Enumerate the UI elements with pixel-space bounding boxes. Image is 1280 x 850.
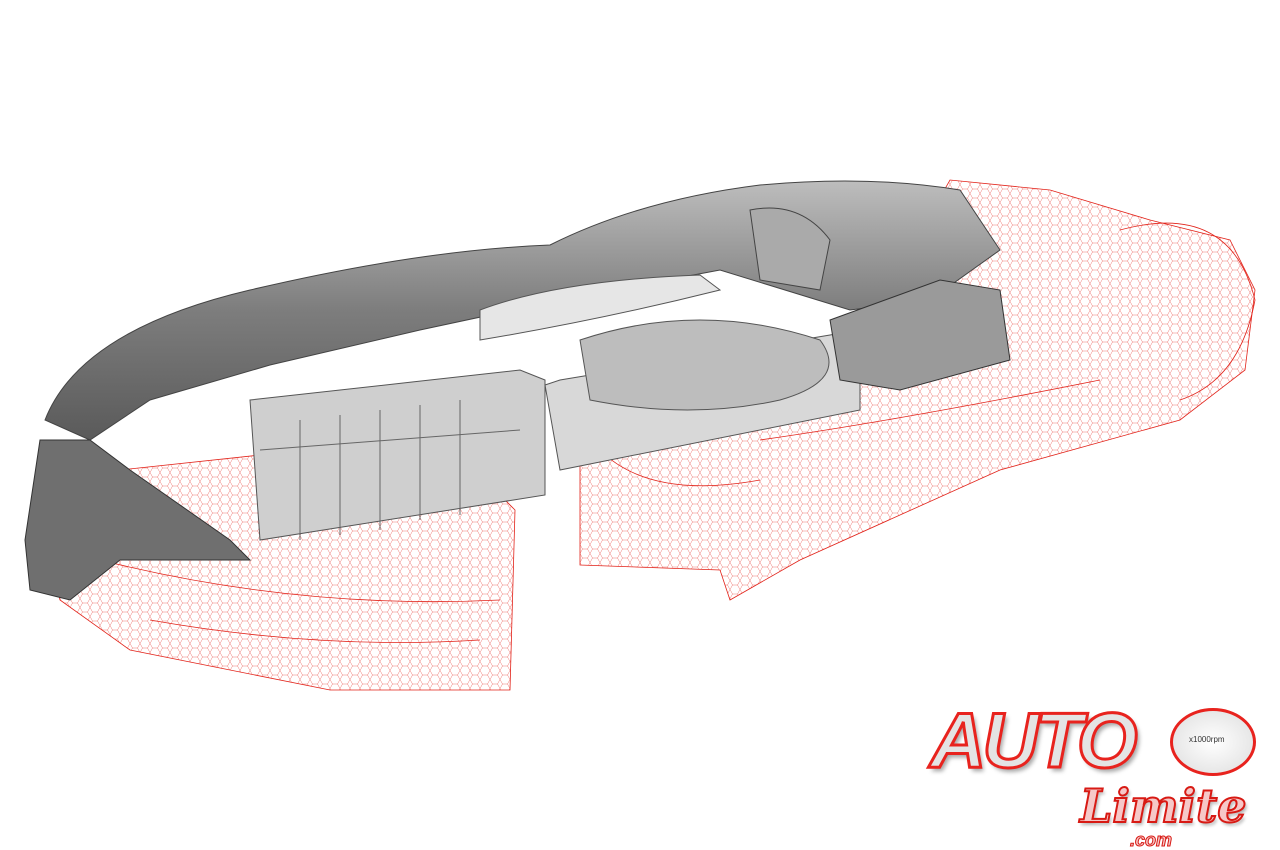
autolimite-watermark-logo: AUTO x1000rpm Limite .com [929,696,1275,850]
logo-limite-text: Limite [1079,779,1247,833]
car-body [24,180,1011,601]
logo-domain-text: .com [1129,830,1173,850]
tachometer-icon: x1000rpm [1170,708,1256,776]
logo-auto-text: AUTO [929,696,1140,784]
gauge-label: x1000rpm [1189,735,1225,744]
